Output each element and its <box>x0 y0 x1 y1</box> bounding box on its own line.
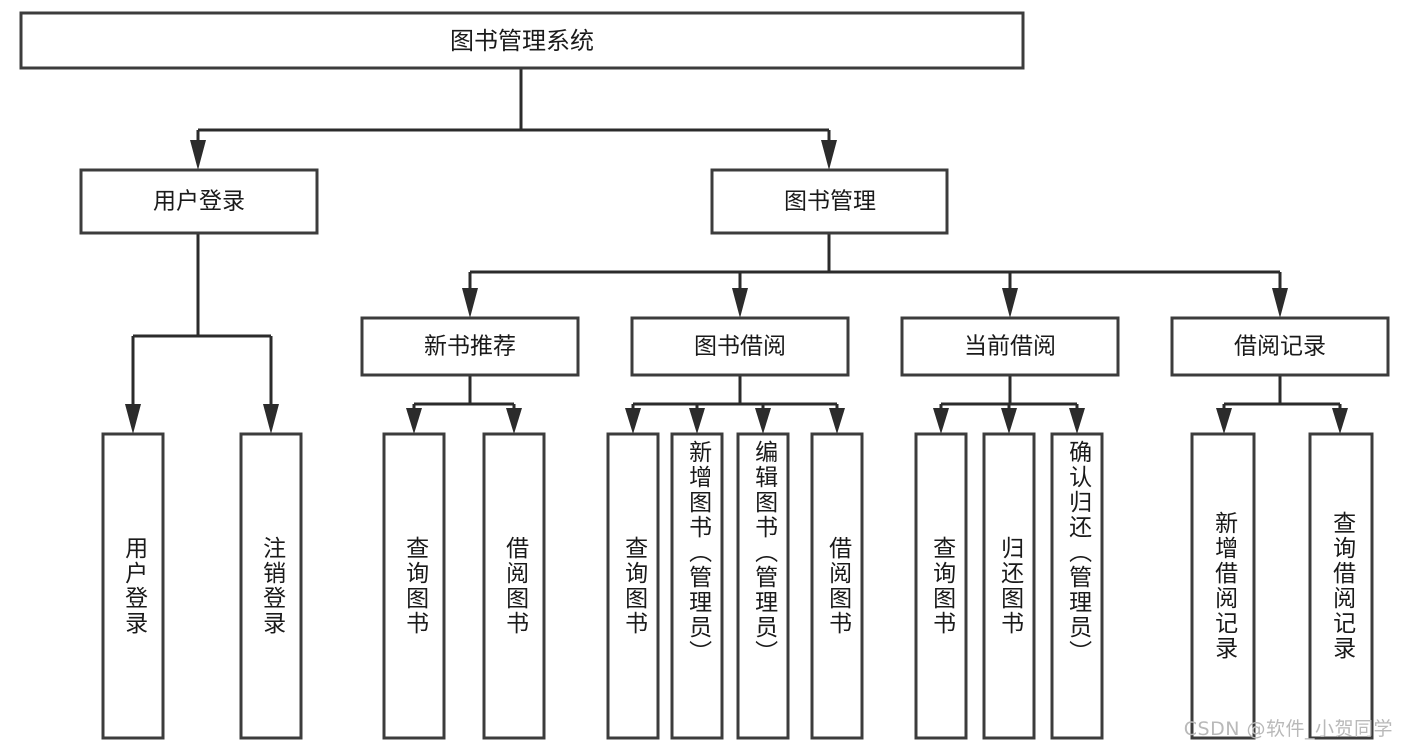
arrowhead-leaf-logout <box>263 404 279 434</box>
node-new-book-rec-label: 新书推荐 <box>424 334 516 360</box>
node-book-manage-label: 图书管理 <box>784 189 876 215</box>
leaf-logout-box[interactable] <box>239 432 303 740</box>
leaf-query-record-box[interactable] <box>1308 432 1374 740</box>
arrowhead-book-manage <box>821 140 837 170</box>
csdn-watermark: CSDN @软件_小贺同学 <box>1183 718 1393 740</box>
node-current-borrow[interactable]: 当前借阅 <box>900 316 1120 377</box>
leaf-confirm-return-box[interactable] <box>1050 432 1104 740</box>
leaf-borrow-book-2-box[interactable] <box>810 432 864 740</box>
leaf-query-book-2-box[interactable] <box>606 432 660 740</box>
arrowhead-leaf-confirm-return <box>1069 408 1085 434</box>
node-book-borrow-box[interactable] <box>630 316 850 377</box>
leaf-borrow-book-1-box[interactable] <box>482 432 546 740</box>
node-new-book-rec[interactable]: 新书推荐 <box>360 316 580 377</box>
node-root[interactable]: 图书管理系统 <box>19 11 1025 70</box>
leaf-user-login-box[interactable] <box>101 432 165 740</box>
arrowhead-leaf-add-record <box>1216 408 1232 434</box>
node-user-login[interactable]: 用户登录 <box>79 168 319 235</box>
arrowhead-borrow-record <box>1272 288 1288 318</box>
leaf-query-book-1-box[interactable] <box>382 432 446 740</box>
arrowhead-leaf-add-book <box>689 408 705 434</box>
node-root-label: 图书管理系统 <box>450 27 594 55</box>
arrowhead-leaf-edit-book <box>755 408 771 434</box>
node-current-borrow-label: 当前借阅 <box>964 334 1056 360</box>
node-book-borrow[interactable]: 图书借阅 <box>630 316 850 377</box>
node-book-manage[interactable]: 图书管理 <box>710 168 949 235</box>
leaf-return-book-box[interactable] <box>982 432 1036 740</box>
arrowhead-leaf-query-book-3 <box>933 408 949 434</box>
node-borrow-record-label: 借阅记录 <box>1234 334 1326 360</box>
arrowhead-leaf-query-record <box>1332 408 1348 434</box>
node-borrow-record[interactable]: 借阅记录 <box>1170 316 1390 377</box>
arrowhead-book-borrow <box>732 288 748 318</box>
leaf-add-record-box[interactable] <box>1190 432 1256 740</box>
arrowhead-leaf-query-book-1 <box>406 408 422 434</box>
node-root-box[interactable] <box>19 11 1025 70</box>
arrowhead-new-book-rec <box>462 288 478 318</box>
leaf-add-book-box[interactable] <box>670 432 724 740</box>
arrowhead-current-borrow <box>1002 288 1018 318</box>
leaf-edit-book-box[interactable] <box>736 432 790 740</box>
node-borrow-record-box[interactable] <box>1170 316 1390 377</box>
node-user-login-label: 用户登录 <box>153 189 245 215</box>
arrowhead-leaf-user-login <box>125 404 141 434</box>
node-new-book-rec-box[interactable] <box>360 316 580 377</box>
node-book-manage-box[interactable] <box>710 168 949 235</box>
node-book-borrow-label: 图书借阅 <box>694 334 786 360</box>
leaf-query-book-3-box[interactable] <box>914 432 968 740</box>
arrowhead-user-login <box>190 140 206 170</box>
arrowhead-leaf-borrow-book-2 <box>829 408 845 434</box>
node-current-borrow-box[interactable] <box>900 316 1120 377</box>
connector-group <box>125 68 1348 434</box>
node-user-login-box[interactable] <box>79 168 319 235</box>
arrowhead-leaf-return-book <box>1001 408 1017 434</box>
arrowhead-leaf-borrow-book-1 <box>506 408 522 434</box>
arrowhead-leaf-query-book-2 <box>625 408 641 434</box>
leaf-box-group <box>101 432 1374 740</box>
